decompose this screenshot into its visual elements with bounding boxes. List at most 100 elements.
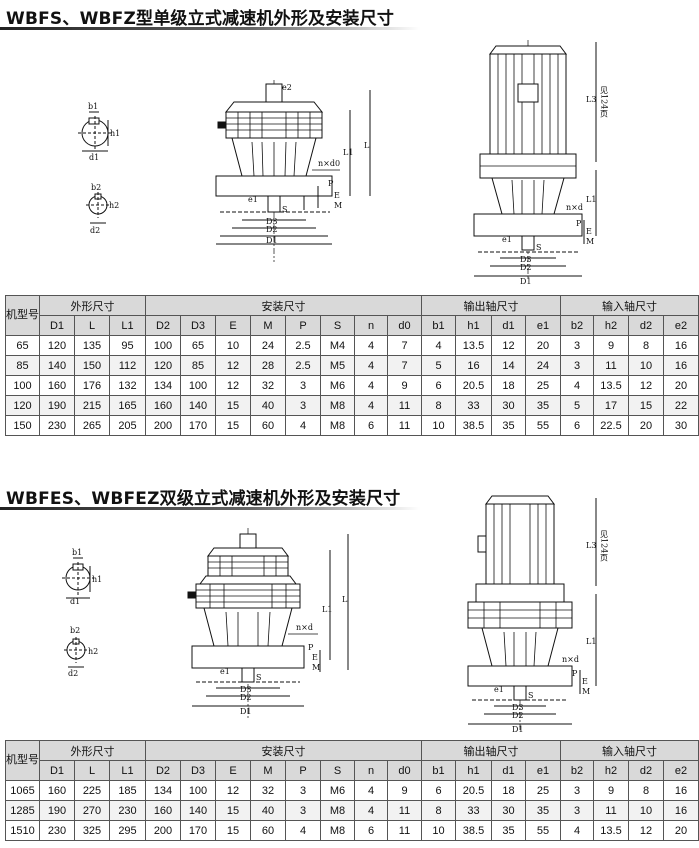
- table-cell: 40: [250, 395, 286, 416]
- table-cell: 100: [145, 335, 181, 356]
- section2-label-b1: b1: [72, 548, 82, 557]
- section2-col-header: D1: [39, 760, 75, 781]
- section1-right-label-nxd: n×d: [566, 203, 583, 212]
- table-cell: 7: [387, 355, 422, 376]
- table-cell: 8: [421, 800, 456, 821]
- table-cell: 112: [109, 355, 146, 376]
- section2-col-header: d1: [491, 760, 526, 781]
- table-cell: 176: [74, 375, 110, 396]
- section2-label-h1: h1: [92, 575, 102, 584]
- model-cell: 150: [5, 415, 40, 436]
- table-cell: 35: [491, 820, 526, 841]
- table-cell: M8: [320, 820, 355, 841]
- table-cell: M5: [320, 355, 355, 376]
- table-cell: 134: [145, 375, 181, 396]
- section1-right-label-e1: e1: [502, 235, 512, 244]
- table-cell: 30: [491, 395, 526, 416]
- section2-col-header: L1: [109, 760, 146, 781]
- table-cell: 16: [663, 780, 699, 801]
- section1-group-output-shaft: 输出轴尺寸: [421, 295, 561, 316]
- section2-input-shaft-section: b1 h1 d1: [62, 548, 102, 606]
- table-cell: 3: [560, 355, 594, 376]
- section1-col-header: n: [354, 315, 388, 336]
- section1-label-d1: d1: [89, 153, 99, 162]
- table-cell: 15: [628, 395, 664, 416]
- table-cell: 33: [455, 800, 492, 821]
- table-cell: 2.5: [285, 355, 321, 376]
- section2-col-header: D3: [180, 760, 216, 781]
- table-cell: 295: [109, 820, 146, 841]
- table-cell: 12: [628, 820, 664, 841]
- table-cell: 10: [421, 415, 456, 436]
- table-cell: 25: [525, 375, 561, 396]
- table-cell: 205: [109, 415, 146, 436]
- section2-left-label-D3: D3: [240, 685, 252, 694]
- table-cell: 6: [421, 375, 456, 396]
- table-cell: 170: [180, 415, 216, 436]
- table-cell: 4: [421, 335, 456, 356]
- section2-group-outline: 外形尺寸: [39, 740, 146, 761]
- section2-group-header-row: 机型号 外形尺寸 安装尺寸 输出轴尺寸 输入轴尺寸: [5, 740, 699, 781]
- table-cell: 190: [39, 800, 75, 821]
- table-cell: 15: [215, 820, 251, 841]
- section2-col-header: D2: [145, 760, 181, 781]
- table-cell: M8: [320, 800, 355, 821]
- table-cell: 16: [663, 335, 699, 356]
- table-cell: 135: [74, 335, 110, 356]
- section2-col-header: e1: [525, 760, 561, 781]
- table-cell: 65: [180, 335, 216, 356]
- table-cell: 60: [250, 820, 286, 841]
- table-cell: 8: [421, 395, 456, 416]
- section2-col-header: b2: [560, 760, 594, 781]
- table-cell: 15: [215, 395, 251, 416]
- table-cell: 120: [39, 335, 75, 356]
- section2-col-header: e2: [663, 760, 699, 781]
- section1-title-rule: [0, 27, 420, 30]
- table-cell: 270: [74, 800, 110, 821]
- section2-drawing: b1 h1 d1 b2 h2 d2: [0, 495, 682, 738]
- section2-label-b2: b2: [70, 626, 80, 635]
- section2-col-header: n: [354, 760, 388, 781]
- table-cell: 5: [560, 395, 594, 416]
- table-cell: 95: [109, 335, 146, 356]
- table-cell: 160: [145, 800, 181, 821]
- table-cell: 215: [74, 395, 110, 416]
- section1-right-label-D1: D1: [520, 277, 532, 286]
- section1-left-label-P: P: [328, 179, 334, 188]
- section2-col-header: M: [250, 760, 286, 781]
- model-cell: 1065: [5, 780, 40, 801]
- section1-right-label-P: P: [576, 219, 582, 228]
- table-cell: 3: [285, 780, 321, 801]
- section1-col-header: L1: [109, 315, 146, 336]
- section1-col-header: D2: [145, 315, 181, 336]
- table-cell: 33: [455, 395, 492, 416]
- section1-right-label-D3: D3: [520, 255, 532, 264]
- table-cell: 18: [491, 780, 526, 801]
- table-cell: 200: [145, 820, 181, 841]
- table-cell: 4: [354, 800, 388, 821]
- table-cell: 16: [663, 800, 699, 821]
- table-cell: 9: [387, 375, 422, 396]
- table-cell: 2.5: [285, 335, 321, 356]
- table-cell: 4: [560, 820, 594, 841]
- table-cell: 8: [628, 780, 664, 801]
- section1-group-header-row: 机型号 外形尺寸 安装尺寸 输出轴尺寸 输入轴尺寸: [5, 295, 699, 336]
- table-cell: 15: [215, 415, 251, 436]
- section1-col-header: d0: [387, 315, 422, 336]
- section2-left-label-L: L: [342, 595, 348, 604]
- table-cell: 160: [39, 375, 75, 396]
- table-cell: 11: [593, 355, 629, 376]
- section2-left-label-M: M: [312, 663, 320, 672]
- table-cell: 24: [250, 335, 286, 356]
- table-cell: 140: [39, 355, 75, 376]
- section2-title-bar: WBFES、WBFEZ双级立式减速机外形及安装尺寸: [0, 480, 682, 510]
- table-cell: 15: [215, 800, 251, 821]
- table-cell: 6: [560, 415, 594, 436]
- table-cell: 20.5: [455, 375, 492, 396]
